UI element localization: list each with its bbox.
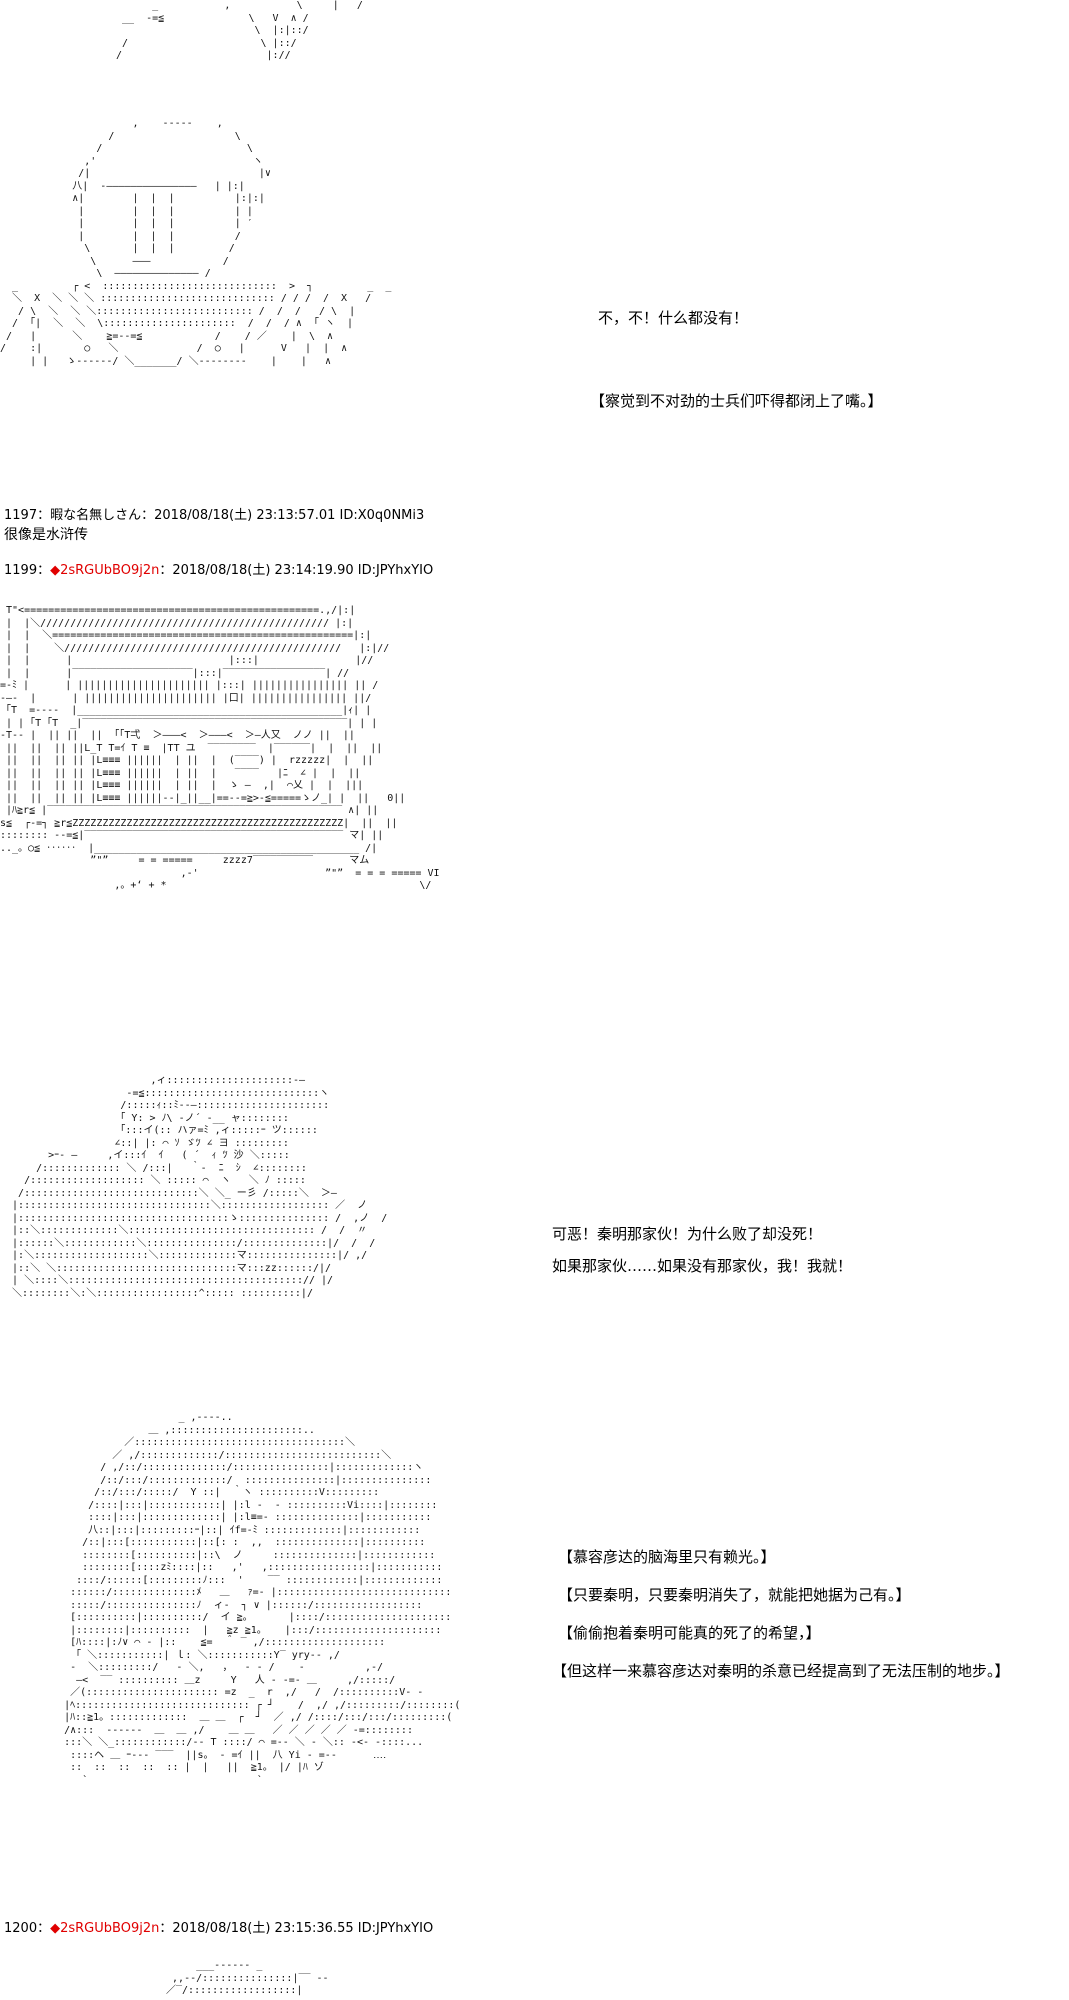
tripcode-link[interactable]: 2sRGUbBO9j2n — [60, 563, 160, 578]
dialogue-line-2: 【察觉到不对劲的士兵们吓得都闭上了嘴。】 — [590, 392, 883, 410]
ascii-art-top-fragment: _ , \ | / __ -=≦ \ V ∧ / \ |:|::/ / \ |:… — [116, 0, 363, 61]
dialogue-line-3: 可恶！秦明那家伙！为什么败了却没死！ — [552, 1225, 823, 1243]
tripcode-link[interactable]: 2sRGUbBO9j2n — [60, 1921, 160, 1936]
post-datetime-id: ：2018/08/18(土) 23:15:36.55 ID:JPYhxYIO — [159, 1921, 434, 1936]
ascii-art-murong-thinking: _ ,-‐--.. ＿ ,::::::::::::::::::::::.. ／:… — [64, 1412, 461, 1786]
post-datetime-id: ：2018/08/18(土) 23:13:57.01 ID:X0q0NMi3 — [141, 508, 425, 523]
ascii-art-building: T"<=====================================… — [0, 605, 440, 891]
post-body-1197: 很像是水浒传 — [4, 527, 88, 543]
narration-line-5: 【慕容彦达的脑海里只有赖光。】 — [558, 1548, 776, 1566]
post-header-1197: 1197：暇な名無しさん：2018/08/18(土) 23:13:57.01 I… — [4, 508, 425, 523]
trip-diamond-icon: ◆ — [50, 1921, 61, 1936]
post-datetime-id: ：2018/08/18(土) 23:14:19.90 ID:JPYhxYIO — [159, 563, 434, 578]
post-number: 1200 — [4, 1921, 38, 1936]
narration-line-8: 【但这样一来慕容彦达对秦明的杀意已经提高到了无法压制的地步。】 — [552, 1662, 1010, 1680]
post-header-1200: 1200：◆2sRGUbBO9j2n：2018/08/18(土) 23:15:3… — [4, 1921, 434, 1936]
post-number: 1197 — [4, 508, 38, 523]
poster-name: 暇な名無しさん — [50, 508, 142, 523]
dialogue-line-4: 如果那家伙……如果没有那家伙，我！我就！ — [552, 1257, 853, 1275]
post-number: 1199 — [4, 563, 38, 578]
ascii-art-bottom-fragment: ___----‐‐ _ ,,‐‐/:::::::::::::::|‾‾ ‐‐ ／… — [166, 1960, 329, 1996]
dialogue-line-1: 不，不！什么都没有！ — [598, 309, 749, 327]
narration-line-7: 【偷偷抱着秦明可能真的死了的希望，】 — [558, 1624, 821, 1642]
ascii-art-murong-angry: ,ィ:::::::::::::::::::::‐― -=≦:::::::::::… — [12, 1075, 388, 1299]
ascii-art-soldier: , ----- , / \ / \ ,' ヽ /| |∨ — [0, 118, 392, 367]
narration-line-6: 【只要秦明，只要秦明消失了，就能把她据为己有。】 — [558, 1586, 911, 1604]
trip-diamond-icon: ◆ — [50, 563, 61, 578]
post-header-1199: 1199：◆2sRGUbBO9j2n：2018/08/18(土) 23:14:1… — [4, 563, 434, 578]
